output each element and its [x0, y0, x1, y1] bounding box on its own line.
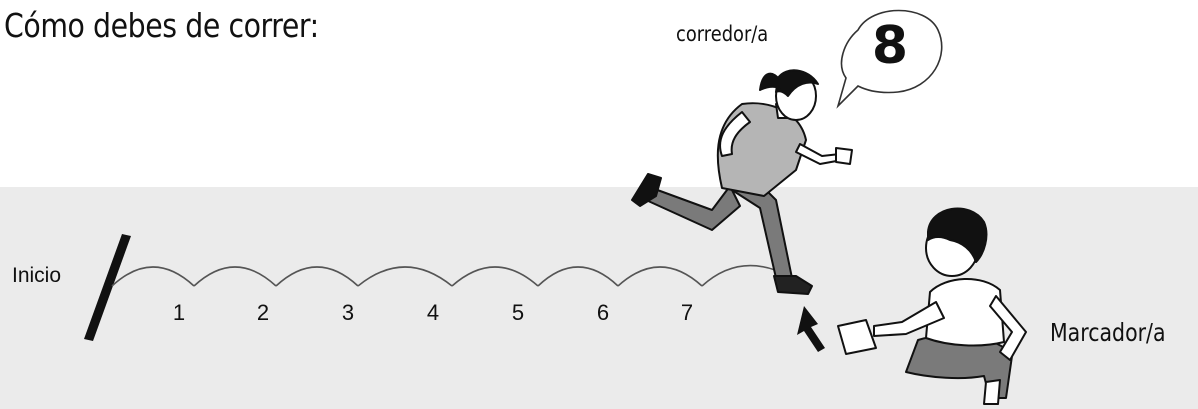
step-number-3: 3 [333, 300, 363, 326]
step-number-7: 7 [672, 300, 702, 326]
step-arc [276, 267, 358, 286]
start-label: Inicio [12, 264, 61, 288]
runner-figure [632, 70, 852, 294]
marker-figure [838, 209, 1026, 404]
step-number-6: 6 [588, 300, 618, 326]
step-arcs [112, 266, 775, 286]
step-arc [618, 267, 702, 286]
step-number-4: 4 [418, 300, 448, 326]
marker-label: Marcador/a [1050, 318, 1166, 347]
step-arc [194, 267, 276, 286]
step-arc [358, 267, 452, 286]
arrow-icon [797, 306, 825, 352]
step-number-1: 1 [164, 300, 194, 326]
step-arc [702, 266, 775, 286]
step-arc [538, 267, 618, 286]
step-number-2: 2 [248, 300, 278, 326]
speech-bubble-value: 8 [862, 14, 918, 78]
step-arc [452, 267, 538, 286]
runner-label: corredor/a [676, 22, 768, 46]
step-arc [112, 267, 194, 286]
step-number-5: 5 [503, 300, 533, 326]
start-line [84, 234, 131, 341]
page-title: Cómo debes de correr: [4, 6, 319, 45]
score-card [838, 320, 876, 354]
